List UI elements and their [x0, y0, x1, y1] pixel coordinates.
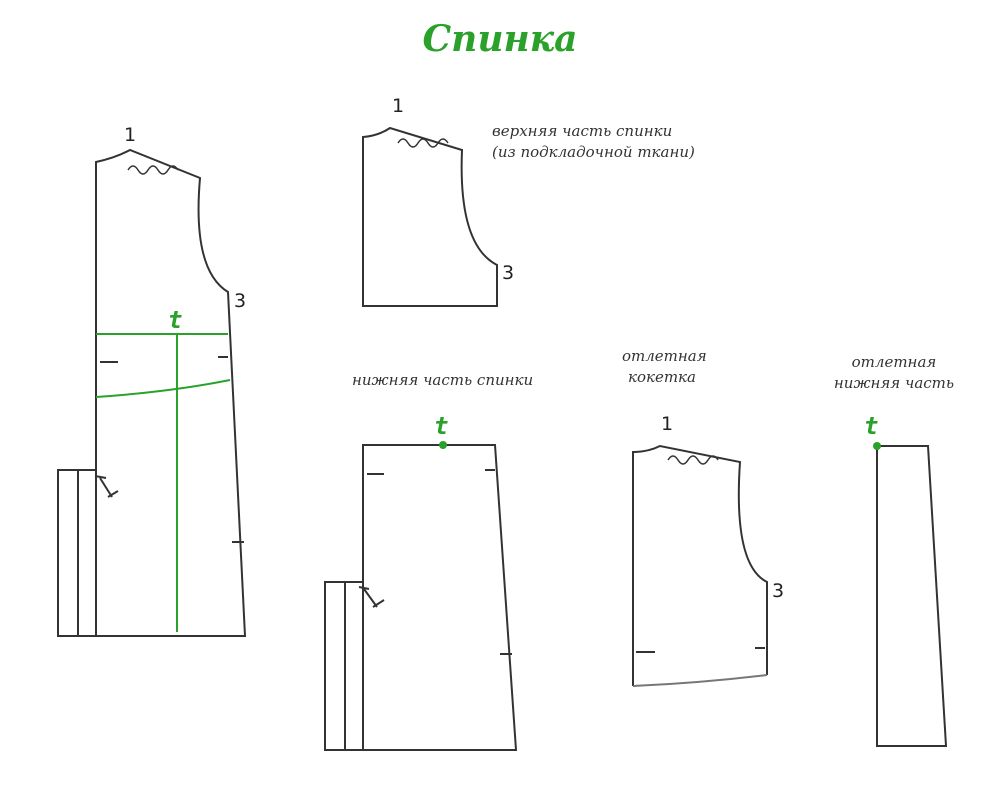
- lower-back-label: нижняя часть спинки: [352, 371, 534, 389]
- upper-back-neck-ease: [397, 138, 449, 148]
- point-3-label: 3: [502, 262, 515, 284]
- full-back-marks: [94, 356, 244, 543]
- full-back-neck-ease: [127, 165, 179, 175]
- cut-curve: [95, 379, 231, 398]
- lower-back-outline: [362, 444, 518, 751]
- upper-back-outline: [362, 126, 498, 307]
- diagram-title: Спинка: [422, 18, 578, 60]
- point-t-label: t: [434, 412, 449, 440]
- flap-label: отлетная нижняя часть: [832, 352, 956, 394]
- yoke-neck-ease: [667, 455, 719, 465]
- yoke-marks: [636, 647, 765, 653]
- t-point-lower-back: [439, 441, 447, 449]
- label-line: (из подкладочной ткани): [492, 143, 695, 161]
- point-3-label: 3: [234, 290, 247, 312]
- yoke-label: отлетная кокетка: [622, 346, 707, 388]
- point-t-label: t: [864, 412, 879, 440]
- yoke-outline: [632, 444, 768, 686]
- label-line: верхняя часть спинки: [492, 122, 673, 140]
- point-1-label: 1: [124, 124, 137, 146]
- point-1-label: 1: [661, 413, 674, 435]
- point-1-label: 1: [392, 95, 405, 117]
- lower-back-marks: [358, 469, 512, 655]
- label-line: отлетная: [851, 353, 937, 371]
- yoke-bottom: [632, 674, 768, 687]
- point-t-label: t: [168, 306, 183, 334]
- label-line: отлетная: [622, 347, 707, 365]
- label-line: кокетка: [628, 368, 696, 386]
- point-3-label: 3: [772, 580, 785, 602]
- upper-back-label: верхняя часть спинки (из подкладочной тк…: [492, 121, 695, 163]
- t-point-flap: [873, 442, 881, 450]
- label-line: нижняя часть: [833, 374, 955, 392]
- lower-back-vent: [324, 581, 363, 751]
- flap-outline: [876, 445, 948, 747]
- full-back-vent: [57, 469, 96, 637]
- full-back-outline: [95, 148, 247, 637]
